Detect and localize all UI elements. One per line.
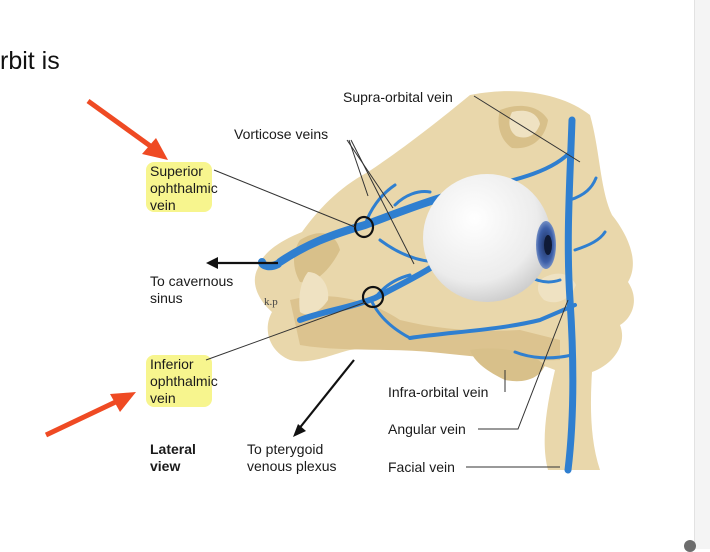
artist-mark: k.p <box>264 296 278 308</box>
arrow-to-pterygoid <box>293 359 355 437</box>
red-arrow-inferior <box>44 392 136 438</box>
label-lateral-2: view <box>150 458 180 474</box>
label-infraorbital-vein: Infra-orbital vein <box>388 384 488 400</box>
label-facial-vein: Facial vein <box>388 459 455 475</box>
label-vorticose-veins: Vorticose veins <box>234 126 328 142</box>
arrow-to-cavernous <box>206 257 278 269</box>
vertical-scrollbar[interactable] <box>694 0 710 549</box>
label-inferior-1: Inferior <box>150 356 194 372</box>
label-superior-1: Superior <box>150 163 203 179</box>
red-arrow-superior <box>86 98 168 160</box>
label-angular-vein: Angular vein <box>388 421 466 437</box>
highlight-inferior <box>146 355 212 407</box>
orbital-veins-diagram: Supra-orbital vein Vorticose veins Super… <box>44 89 634 475</box>
label-pterygoid-2: venous plexus <box>247 458 337 474</box>
leader-lines <box>205 95 581 468</box>
label-superior-2: ophthalmic <box>150 180 218 196</box>
label-lateral-1: Lateral <box>150 441 196 457</box>
label-pterygoid-1: To pterygoid <box>247 441 323 457</box>
label-inferior-2: ophthalmic <box>150 373 218 389</box>
label-superior-3: vein <box>150 197 176 213</box>
eyeball <box>423 174 556 302</box>
scrollbar-thumb[interactable] <box>684 540 696 552</box>
label-supraorbital-vein: Supra-orbital vein <box>343 89 453 105</box>
label-inferior-3: vein <box>150 390 176 406</box>
label-cavernous-2: sinus <box>150 290 183 306</box>
label-cavernous-1: To cavernous <box>150 273 233 289</box>
highlight-superior <box>146 162 212 212</box>
annotation-circle-inferior <box>361 285 385 309</box>
slide-text-fragment: rbit is <box>0 47 60 75</box>
